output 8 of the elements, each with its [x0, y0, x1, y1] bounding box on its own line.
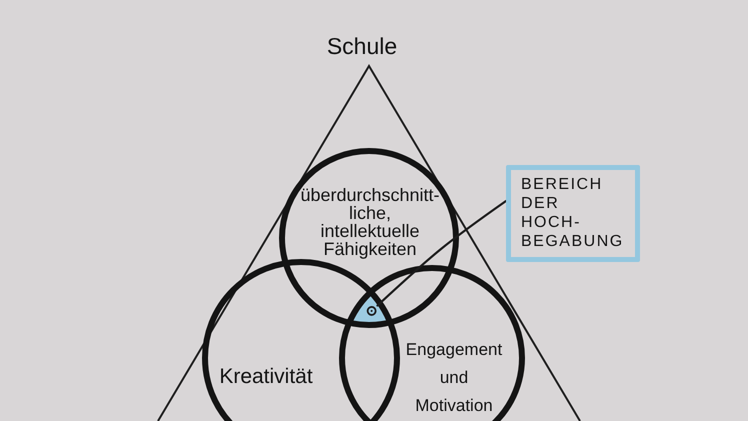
circle-label: Engagement und Motivation — [406, 339, 502, 417]
venn-circle — [279, 148, 459, 328]
callout-box: BEREICH DER HOCH- BEGABUNG — [506, 165, 640, 262]
circle-label: Kreativität — [219, 365, 313, 389]
highlighted-intersection — [353, 296, 386, 322]
leader-line — [366, 200, 508, 316]
circle-label: überdurchschnitt- liche, intellektuelle Fähigkeiten — [300, 186, 440, 258]
triangle-label: Schule — [326, 33, 398, 59]
